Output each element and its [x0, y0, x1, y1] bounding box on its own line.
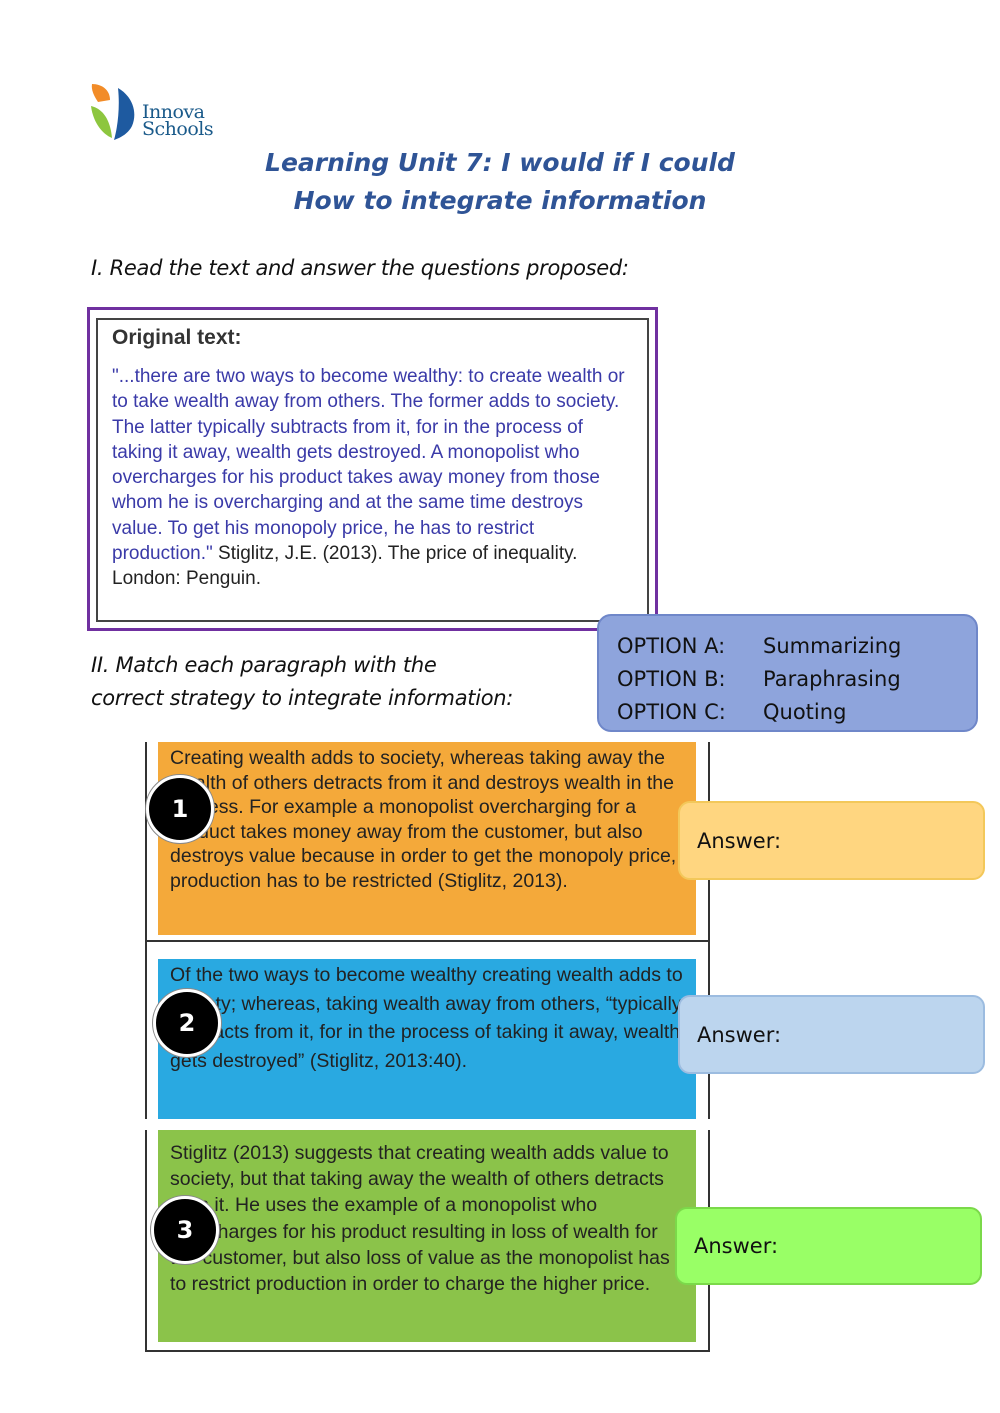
page-title: Learning Unit 7: I would if I could — [265, 148, 735, 177]
section2-instruction: II. Match each paragraph with the correc… — [91, 649, 513, 715]
option-a-value: Summarizing — [763, 634, 902, 658]
answer-1-field[interactable]: Answer: — [678, 801, 985, 880]
option-c-key: OPTION C: — [617, 700, 726, 724]
option-a-key: OPTION A: — [617, 634, 726, 658]
original-text-frame — [87, 307, 658, 631]
option-b-value: Paraphrasing — [763, 667, 901, 691]
option-c-value: Quoting — [763, 700, 847, 724]
logo-line1: Innova — [142, 101, 205, 123]
answer-3-label: Answer: — [694, 1234, 779, 1258]
answer-2-label: Answer: — [697, 1022, 782, 1047]
original-quote: "...there are two ways to become wealthy… — [112, 366, 625, 565]
paragraph-3: Stiglitz (2013) suggests that creating w… — [158, 1130, 696, 1342]
section2-line2: correct strategy to integrate informatio… — [91, 686, 514, 710]
paragraph-3-number-badge: 3 — [151, 1196, 219, 1264]
option-b-key: OPTION B: — [617, 667, 726, 691]
original-text-heading: Original text: — [112, 326, 242, 349]
logo-wordmark: Innova Schools — [142, 101, 214, 140]
section2-line1: II. Match each paragraph with the — [91, 653, 437, 677]
original-citation: Stiglitz, J.E. (2013). The price of ineq… — [112, 543, 578, 590]
answer-2-field[interactable]: Answer: — [678, 995, 985, 1074]
innova-schools-logo: Innova Schools — [88, 82, 228, 144]
original-text-box — [96, 318, 649, 622]
options-box: OPTION A: Summarizing OPTION B: Paraphra… — [597, 614, 978, 732]
logo-line2: Schools — [142, 118, 214, 140]
paragraph-2-number-badge: 2 — [153, 989, 221, 1057]
paragraph-2: Of the two ways to become wealthy creati… — [158, 959, 696, 1119]
logo-leaf-icon — [91, 84, 135, 140]
original-text-body: "...there are two ways to become wealthy… — [112, 364, 632, 592]
answer-3-field[interactable]: Answer: — [675, 1207, 982, 1285]
section1-instruction: I. Read the text and answer the question… — [91, 256, 629, 280]
option-b: OPTION B: Paraphrasing — [617, 663, 976, 696]
answer-1-label: Answer: — [697, 828, 782, 853]
option-c: OPTION C: Quoting — [617, 696, 976, 729]
option-a: OPTION A: Summarizing — [617, 630, 976, 663]
paragraph-1: Creating wealth adds to society, whereas… — [158, 742, 696, 935]
page-subtitle: How to integrate information — [293, 186, 707, 215]
paragraph-1-number-badge: 1 — [146, 775, 214, 843]
